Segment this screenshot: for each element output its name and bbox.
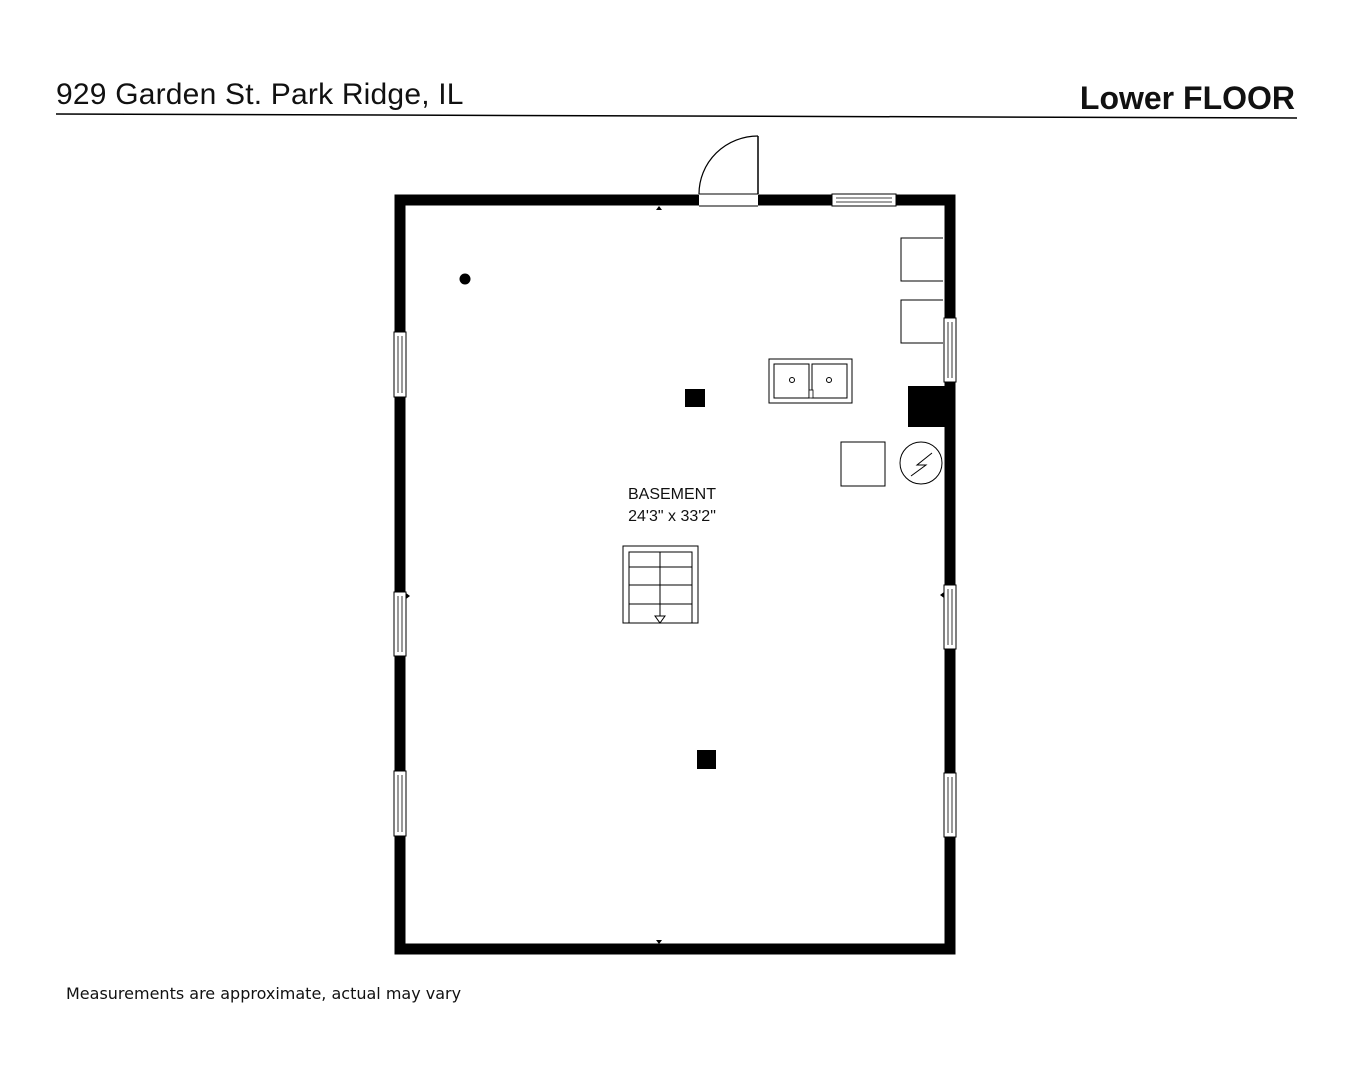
chimney-block xyxy=(908,386,946,427)
dimension-marker xyxy=(656,940,662,944)
column-icon xyxy=(685,389,705,407)
exterior-wall xyxy=(394,194,956,955)
window-icon xyxy=(943,584,957,650)
water-heater-icon xyxy=(899,441,943,485)
column-icon xyxy=(697,750,716,769)
floor-title: Lower FLOOR xyxy=(1079,80,1295,116)
header-underline xyxy=(55,113,1298,119)
dimension-marker xyxy=(406,593,410,599)
room-name: BASEMENT xyxy=(628,486,716,503)
dimension-marker xyxy=(656,206,662,210)
window-icon xyxy=(943,317,957,383)
sink-icon xyxy=(768,358,853,404)
window-icon xyxy=(393,591,407,657)
furnace-icon xyxy=(840,441,886,487)
disclaimer-text: Measurements are approximate, actual may… xyxy=(66,984,462,1003)
window-icon xyxy=(943,772,957,838)
stairs-icon xyxy=(622,545,699,624)
address-title: 929 Garden St. Park Ridge, IL xyxy=(56,78,464,111)
dryer-icon xyxy=(900,299,943,344)
window-icon xyxy=(831,193,897,207)
washer-icon xyxy=(900,237,943,282)
door-icon xyxy=(698,135,759,207)
dimension-marker xyxy=(940,592,944,598)
post-icon xyxy=(459,273,471,285)
window-icon xyxy=(393,770,407,837)
window-icon xyxy=(393,331,407,398)
room-dimensions: 24'3" x 33'2" xyxy=(628,508,716,525)
